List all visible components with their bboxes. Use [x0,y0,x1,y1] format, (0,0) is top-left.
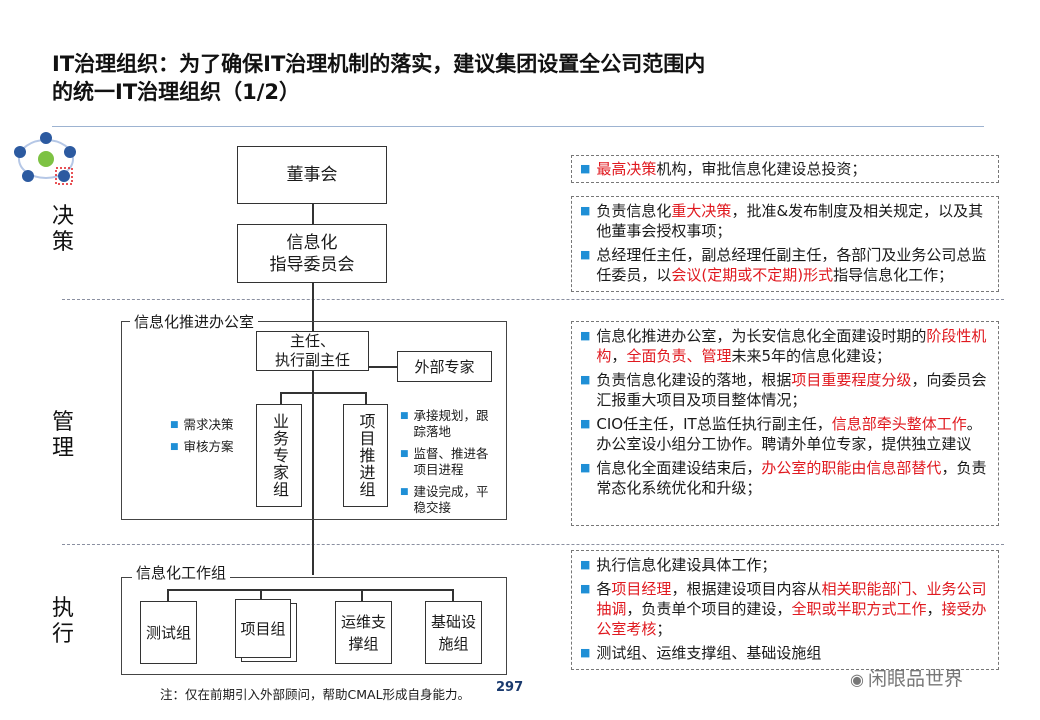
wechat-icon: ◉ [850,670,864,689]
page-title: IT治理组织：为了确保IT治理机制的落实，建议集团设置全公司范围内 的统一IT治… [52,50,952,106]
board-box: 董事会 [237,146,387,204]
committee-label-1: 信息化 [286,232,338,253]
external-expert-box: 外部专家 [397,351,492,382]
business-expert-group-box: 业务专家组 [256,404,302,507]
note-board: ■最高决策机构，审批信息化建设总投资； [571,155,999,183]
connector-test-vertical [167,589,169,601]
note-bullet: ■负责信息化建设的落地，根据项目重要程度分级，向委员会汇报重大项目及项目整体情况… [580,371,987,409]
note-bullet: ■执行信息化建设具体工作； [580,556,777,574]
note-committee: ■负责信息化重大决策，批准&发布制度及相关规定，以及其他董事会授权事项； ■总经… [571,196,999,292]
project-team-label: 项目组 [240,619,286,638]
note-bullet: ■信息化推进办公室，为长安信息化全面建设时期的阶段性机构，全面负责、管理未来5年… [580,327,987,365]
title-line-1: IT治理组织：为了确保IT治理机制的落实，建议集团设置全公司范围内 [52,52,706,76]
connector-projectteam-vertical [260,589,262,599]
business-expert-group-label: 业务专家组 [270,413,289,498]
ops-label-2: 撑组 [348,634,379,653]
promotion-office-label: 信息化推进办公室 [130,311,259,332]
test-group-box: 测试组 [140,601,197,664]
ops-label-1: 运维支 [340,612,386,631]
project-promotion-group-box: 项目推进组 [343,404,388,507]
steering-committee-box: 信息化 指导委员会 [237,224,387,283]
director-label-2: 执行副主任 [274,351,350,369]
committee-label-2: 指导委员会 [269,254,355,275]
note-bullet: ■各项目经理，根据建设项目内容从相关职能部门、业务公司抽调，负责单个项目的建设，… [580,580,987,638]
note-bullet: ■负责信息化重大决策，批准&发布制度及相关规定，以及其他董事会授权事项； [580,202,984,240]
note-bullet: ■测试组、运维支撑组、基础设施组 [580,644,822,662]
note-workgroup: ■执行信息化建设具体工作； ■各项目经理，根据建设项目内容从相关职能部门、业务公… [571,550,999,670]
external-expert-label: 外部专家 [414,357,475,376]
title-line-2: 的统一IT治理组织（1/2） [52,80,301,104]
connector-workgroups-horizontal [167,589,453,591]
governance-cycle-icon [14,132,76,185]
workgroup-frame [121,577,507,675]
project-team-box: 项目组 [235,599,291,658]
connector-director-external [369,366,397,368]
connector-groups-horizontal [280,392,366,394]
stage-decision: 决策 [51,204,74,255]
stage-execution: 执行 [51,596,74,647]
infrastructure-group-box: 基础设 施组 [425,601,482,664]
note-bullet: ■CIO任主任，IT总监任执行副主任，信息部牵头整体工作。办公室设小组分工协作。… [580,415,982,453]
connector-director-branches [312,370,314,575]
divider-management-execution [62,544,1004,545]
list-item: ■审核方案 [170,439,234,454]
divider-decision-management [62,299,1004,300]
list-item: ■承接规划，跟踪落地 [400,408,489,439]
connector-ops-vertical [361,589,363,601]
ops-support-group-box: 运维支 撑组 [335,601,392,664]
watermark: ◉闲眼品世界 [850,668,963,690]
connector-business-vertical [280,392,282,404]
connector-project-vertical [365,392,367,404]
director-label-1: 主任、 [289,332,335,350]
note-bullet: ■总经理任主任，副总经理任副主任，各部门及业务公司总监任委员，以会议(定期或不定… [580,246,987,284]
list-item: ■建设完成，平稳交接 [400,484,489,515]
project-group-duties: ■承接规划，跟踪落地 ■监督、推进各项目进程 ■建设完成，平稳交接 [400,408,490,522]
page-number: 297 [496,680,524,695]
board-label: 董事会 [286,165,338,185]
infra-label-1: 基础设 [430,612,476,631]
connector-committee-office [312,282,314,335]
footnote: 注：仅在前期引入外部顾问，帮助CMAL形成自身能力。 [160,687,471,702]
business-group-duties: ■需求决策 ■审核方案 [170,417,250,461]
note-bullet: ■信息化全面建设结束后，办公室的职能由信息部替代，负责常态化系统优化和升级； [580,459,987,497]
list-item: ■需求决策 [170,417,234,432]
connector-board-committee [312,203,314,224]
test-group-label: 测试组 [145,623,191,642]
note-office: ■信息化推进办公室，为长安信息化全面建设时期的阶段性机构，全面负责、管理未来5年… [571,321,999,526]
director-box: 主任、 执行副主任 [256,331,369,371]
stage-management: 管理 [51,410,74,461]
infra-label-2: 施组 [438,634,469,653]
project-promotion-group-label: 项目推进组 [356,413,376,498]
workgroup-label: 信息化工作组 [132,562,231,583]
promotion-office-frame [121,321,507,520]
list-item: ■监督、推进各项目进程 [400,446,489,477]
connector-infra-vertical [452,589,454,601]
note-bullet: ■最高决策机构，审批信息化建设总投资； [580,160,867,178]
title-divider [52,126,984,127]
